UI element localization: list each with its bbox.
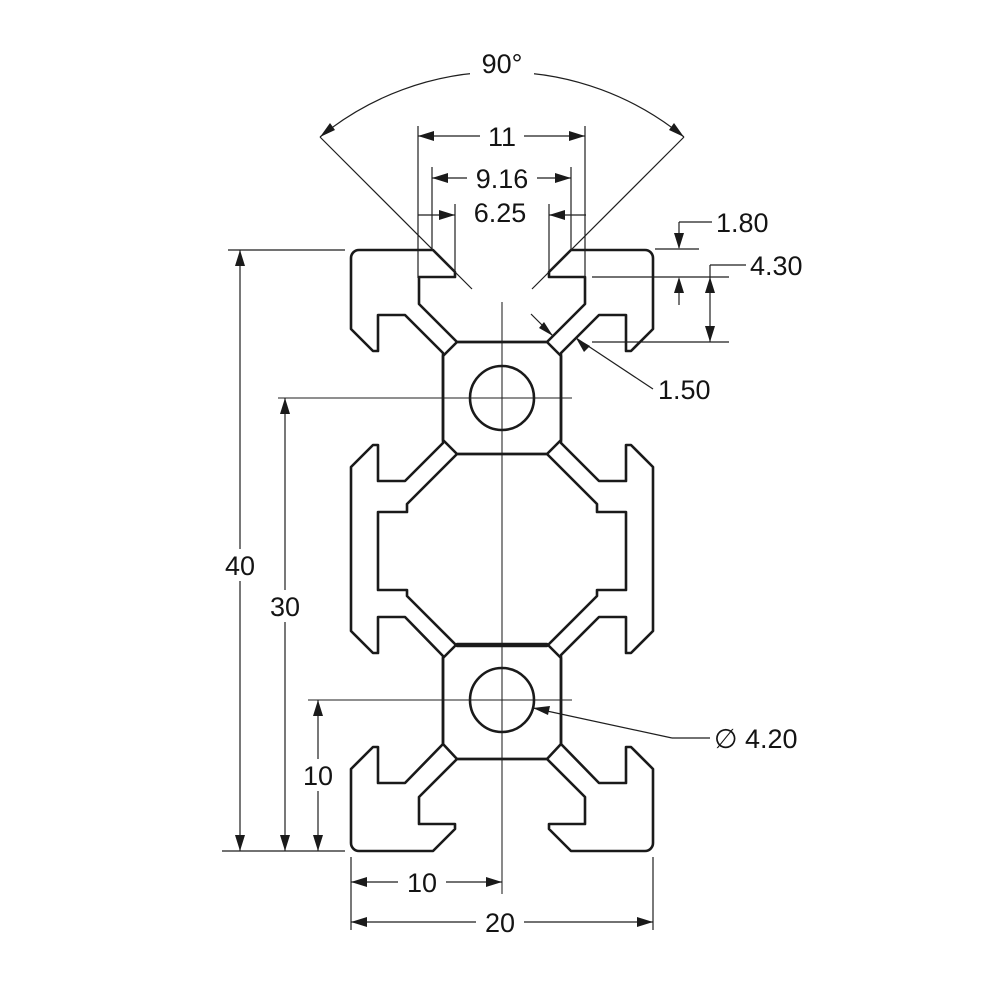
label-background [712, 207, 778, 237]
arrowhead [313, 835, 323, 851]
label-background [470, 47, 534, 79]
angle-leg-right [531, 136, 685, 290]
dim-label-slot-inner-width: 11 [488, 122, 516, 152]
arrowhead [549, 210, 565, 220]
arrowhead [555, 173, 571, 183]
arrowhead [432, 173, 448, 183]
label-background [480, 121, 524, 151]
dim-label-lower-bore-height: 10 [303, 761, 333, 791]
arrowhead [637, 917, 653, 927]
label-background [467, 163, 537, 193]
arrowhead [539, 322, 553, 336]
label-background [214, 549, 266, 581]
dim-label-groove-surface-width: 9.16 [476, 164, 529, 194]
dim-label-bore-diameter: ∅ 4.20 [714, 724, 798, 754]
arrowhead [351, 877, 367, 887]
arrowhead [669, 123, 684, 137]
arrowhead [569, 131, 585, 141]
arrowhead [418, 131, 434, 141]
central-cavity [376, 452, 628, 648]
label-background [398, 866, 446, 898]
label-background [259, 590, 311, 622]
arrowhead [486, 877, 502, 887]
profile-outline [349, 248, 655, 853]
dim-label-web-thickness: 1.50 [658, 375, 711, 405]
arrowhead [235, 835, 245, 851]
label-background [710, 723, 794, 753]
label-background [464, 197, 536, 227]
dimension-lines [239, 135, 746, 923]
dim-label-bore-offset-x: 10 [407, 868, 437, 898]
dim-label-slot-depth: 4.30 [750, 251, 803, 281]
arrowheads [235, 131, 715, 927]
dim-label-profile-height: 40 [225, 551, 255, 581]
arrowhead [235, 250, 245, 266]
arrowhead [705, 277, 715, 293]
arrowhead [674, 277, 684, 293]
label-background [294, 759, 342, 791]
dim-label-lip-depth: 1.80 [716, 208, 769, 238]
angle-leg-left [319, 136, 473, 290]
arrowhead [674, 233, 684, 249]
dim-label-profile-width: 20 [485, 908, 515, 938]
arrowhead [351, 917, 367, 927]
arrowhead [280, 398, 290, 414]
dim-label-groove-angle: 90° [482, 49, 523, 79]
arrowhead [320, 123, 335, 137]
dim-label-upper-bore-height: 30 [270, 592, 300, 622]
lower-core-web [441, 642, 563, 761]
label-background [746, 250, 812, 280]
arrowhead [439, 210, 455, 220]
arrowhead [280, 835, 290, 851]
arrowhead [576, 338, 590, 352]
dimension-labels: 90° 11 9.16 6.25 1.80 4.30 1.50 40 30 10… [214, 47, 812, 938]
arrowhead [533, 706, 550, 715]
label-background [476, 906, 524, 938]
dim-label-slot-opening: 6.25 [474, 198, 527, 228]
label-background [654, 374, 720, 404]
arrowhead [705, 326, 715, 342]
leader-bore [532, 707, 673, 739]
arrowhead [313, 700, 323, 716]
centerlines [278, 302, 572, 894]
